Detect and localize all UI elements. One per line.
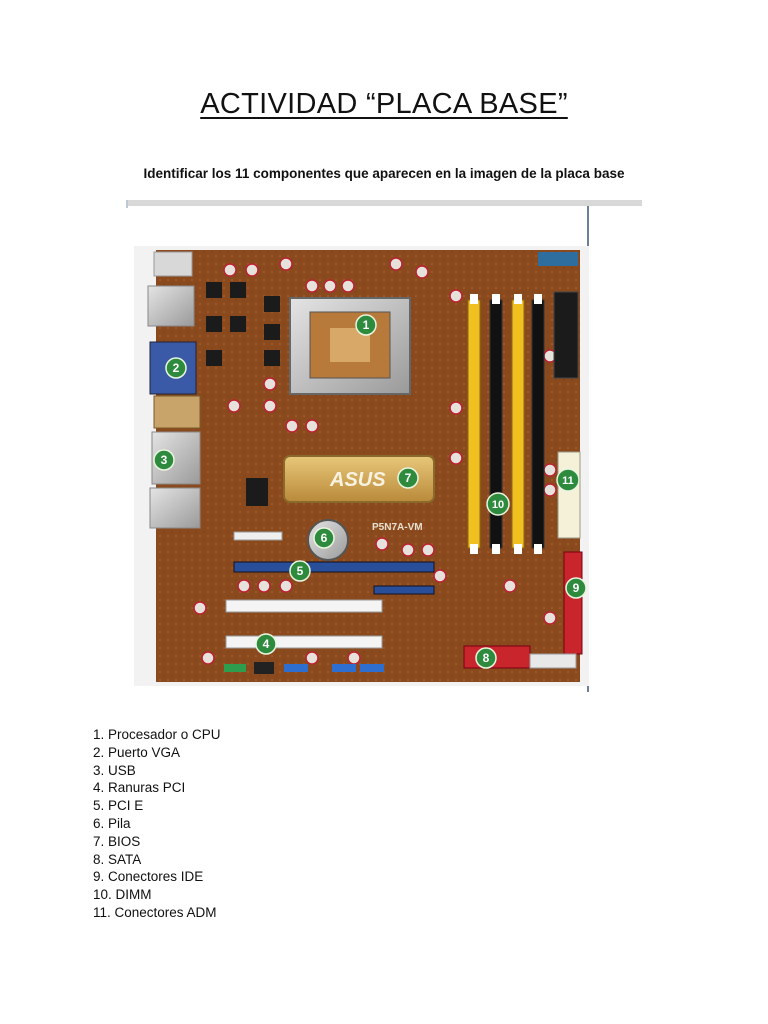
svg-text:8: 8 [483, 651, 490, 665]
bottom-headers [224, 662, 384, 674]
svg-text:10: 10 [492, 499, 504, 511]
svg-text:11: 11 [562, 475, 574, 487]
chipset-heatsink: ASUS P5N7A-VM [283, 455, 435, 533]
svg-text:5: 5 [297, 564, 304, 578]
bios-chip [246, 478, 268, 506]
list-item: 3. USB [93, 762, 136, 778]
atx-power-connector [557, 451, 581, 539]
marker-4: 4 [255, 633, 277, 655]
list-item: 11. Conectores ADM [93, 904, 217, 920]
svg-text:7: 7 [405, 471, 412, 485]
document-title: ACTIVIDAD “PLACA BASE” [200, 88, 568, 120]
svg-text:4: 4 [263, 637, 270, 651]
image-frame-right [587, 206, 589, 246]
list-item: 6. Pila [93, 815, 131, 831]
list-item: 7. BIOS [93, 833, 141, 849]
list-item: 10. DIMM [93, 887, 152, 903]
components-list: 1. Procesador o CPU 2. Puerto VGA 3. USB… [93, 726, 221, 922]
list-item: 4. Ranuras PCI [93, 780, 186, 796]
capacitors [193, 257, 557, 665]
list-item: 9. Conectores IDE [93, 869, 204, 885]
image-frame-top [126, 200, 642, 206]
motherboard-image: ASUS P5N7A-VM [134, 246, 589, 686]
marker-1: 1 [355, 314, 377, 336]
marker-2: 2 [165, 357, 187, 379]
dimm-slots [467, 294, 545, 554]
list-item: 1. Procesador o CPU [93, 727, 221, 742]
instructions-text: Identificar los 11 componentes que apare… [143, 166, 625, 181]
list-item: 5. PCI E [93, 798, 144, 814]
list-item: 8. SATA [93, 851, 142, 867]
vrm-area [206, 282, 280, 366]
list-item: 2. Puerto VGA [93, 744, 181, 760]
marker-11: 11 [556, 468, 580, 492]
svg-text:2: 2 [173, 361, 180, 375]
marker-9: 9 [565, 577, 587, 599]
marker-5: 5 [289, 560, 311, 582]
marker-8: 8 [475, 647, 497, 669]
marker-3: 3 [153, 449, 175, 471]
rear-io-panel [147, 251, 201, 529]
svg-text:1: 1 [363, 318, 370, 332]
image-frame-right-bottom [587, 680, 589, 692]
ide-connector-top [553, 291, 579, 379]
component-markers: 1 2 3 4 5 6 7 8 9 10 11 [153, 314, 587, 669]
svg-text:3: 3 [161, 453, 168, 467]
brand-logo: ASUS [329, 469, 386, 491]
pcie-slots [233, 531, 435, 595]
cpu-socket [289, 297, 411, 395]
marker-7: 7 [397, 467, 419, 489]
svg-text:6: 6 [321, 531, 328, 545]
top-header [538, 252, 578, 266]
model-label: P5N7A-VM [372, 522, 423, 533]
ide-connector-red [563, 551, 583, 655]
marker-6: 6 [313, 527, 335, 549]
marker-10: 10 [486, 492, 510, 516]
image-frame-left [126, 200, 128, 208]
svg-text:9: 9 [573, 581, 580, 595]
